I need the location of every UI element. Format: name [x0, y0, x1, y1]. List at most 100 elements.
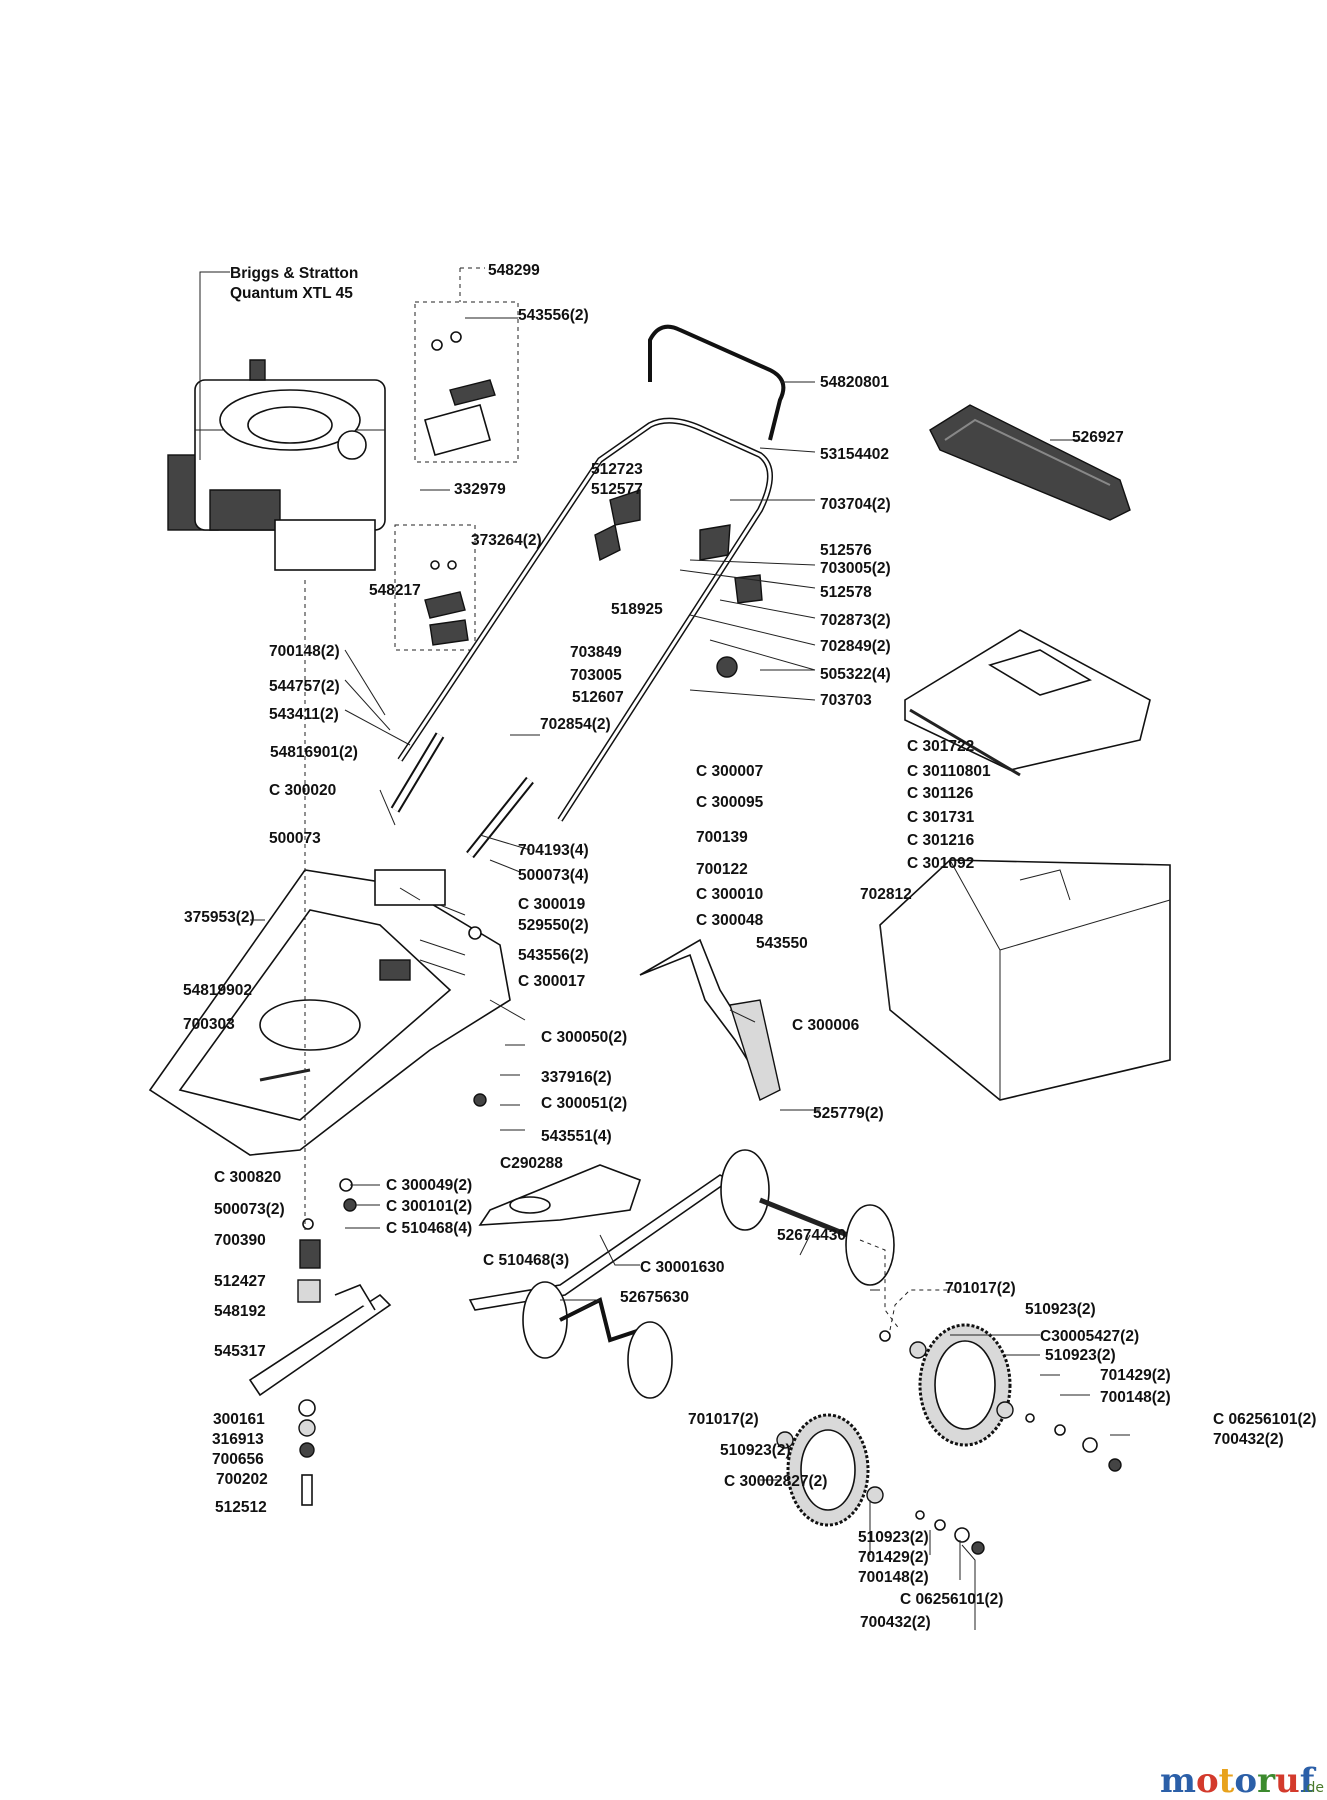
label-703849: 703849: [570, 644, 622, 661]
label-545317: 545317: [214, 1343, 266, 1360]
label-512577: 512577: [591, 481, 643, 498]
label-54819902: 54819902: [183, 982, 252, 999]
label-543411-2: 543411(2): [269, 706, 339, 723]
label-c30002827-2: C 30002827(2): [724, 1473, 827, 1490]
mower-deck-drawing: [148, 869, 511, 1156]
label-702854-2: 702854(2): [540, 716, 611, 733]
label-703703: 703703: [820, 692, 872, 709]
label-700432-2-a: 700432(2): [1213, 1431, 1284, 1448]
label-c300048: C 300048: [696, 912, 764, 929]
label-337916-2: 337916(2): [541, 1069, 612, 1086]
label-510923-2-d: 510923(2): [858, 1529, 929, 1546]
label-543550: 543550: [756, 935, 808, 952]
label-c300050-2: C 300050(2): [541, 1029, 627, 1046]
label-300161: 300161: [213, 1411, 265, 1428]
label-526927: 526927: [1072, 429, 1124, 446]
label-52674430: 52674430: [777, 1227, 846, 1244]
label-704193-4: 704193(4): [518, 842, 589, 859]
label-c06256101-2-a: C 06256101(2): [1213, 1411, 1316, 1428]
label-701017-2-a: 701017(2): [945, 1280, 1016, 1297]
label-701429-2-a: 701429(2): [1100, 1367, 1171, 1384]
blade-assembly-drawing: [248, 1239, 392, 1506]
label-c301731: C 301731: [907, 809, 975, 826]
engine-drawing: [167, 359, 386, 571]
label-52675630: 52675630: [620, 1289, 689, 1306]
label-c290288: C290288: [500, 1155, 563, 1172]
label-703005: 703005: [570, 667, 622, 684]
label-c300019: C 300019: [518, 896, 586, 913]
label-700139: 700139: [696, 829, 748, 846]
label-543556-2-b: 543556(2): [518, 947, 589, 964]
label-512512: 512512: [215, 1499, 267, 1516]
watermark-letter: o: [1196, 1761, 1219, 1800]
label-701429-2-b: 701429(2): [858, 1549, 929, 1566]
label-c301722: C 301722: [907, 738, 974, 755]
label-c300006: C 300006: [792, 1017, 860, 1034]
label-c300049-2: C 300049(2): [386, 1177, 472, 1194]
watermark-letter: f: [1300, 1761, 1317, 1800]
label-700656: 700656: [212, 1451, 264, 1468]
label-c300095: C 300095: [696, 794, 764, 811]
grass-bag-lid-drawing: [904, 629, 1151, 777]
label-316913: 316913: [212, 1431, 264, 1448]
label-500073-2: 500073(2): [214, 1201, 285, 1218]
watermark-suffix: .de: [1302, 1780, 1324, 1796]
label-543556-2-a: 543556(2): [518, 307, 589, 324]
label-c06256101-2-b: C 06256101(2): [900, 1591, 1003, 1608]
label-505322-4: 505322(4): [820, 666, 891, 683]
choke-bracket-group: [394, 524, 476, 651]
motoruf-watermark: motoruf .de: [1160, 1761, 1324, 1800]
label-700303: 700303: [183, 1016, 235, 1033]
label-700148-2-b: 700148(2): [1100, 1389, 1171, 1406]
label-703005-2: 703005(2): [820, 560, 891, 577]
label-510923-2-c: 510923(2): [720, 1442, 791, 1459]
watermark-letter: t: [1219, 1761, 1235, 1800]
watermark-letter: u: [1275, 1761, 1300, 1800]
part-labels: Briggs & Stratton Quantum XTL 45 548299 …: [183, 262, 1316, 1631]
label-c301126: C 301126: [907, 785, 974, 802]
label-548299: 548299: [488, 262, 540, 279]
watermark-letter: r: [1257, 1761, 1276, 1800]
label-375953-2: 375953(2): [184, 909, 255, 926]
label-54820801: 54820801: [820, 374, 889, 391]
front-wheel-drawing: [786, 1413, 870, 1527]
label-700390: 700390: [214, 1232, 266, 1249]
watermark-logo: motoruf: [1160, 1761, 1317, 1800]
label-512607: 512607: [572, 689, 624, 706]
label-512723: 512723: [591, 461, 643, 478]
label-548217: 548217: [369, 582, 421, 599]
label-500073-4: 500073(4): [518, 867, 589, 884]
label-c300820: C 300820: [214, 1169, 281, 1186]
label-c300010: C 300010: [696, 886, 763, 903]
label-700122: 700122: [696, 861, 748, 878]
throttle-control-group: [414, 267, 519, 463]
label-548192: 548192: [214, 1303, 266, 1320]
label-702849-2: 702849(2): [820, 638, 891, 655]
hardware-drawing: [302, 869, 1122, 1555]
mulch-plate-drawing: [478, 1164, 642, 1226]
handle-drawing: [390, 324, 786, 859]
label-525779-2: 525779(2): [813, 1105, 884, 1122]
label-engine-line2: Quantum XTL 45: [230, 285, 353, 302]
watermark-letter: m: [1160, 1761, 1196, 1800]
label-700202: 700202: [216, 1471, 268, 1488]
label-512576: 512576: [820, 542, 872, 559]
label-703704-2: 703704(2): [820, 496, 891, 513]
rear-flap-drawing: [639, 938, 781, 1101]
label-c30005427-2: C30005427(2): [1040, 1328, 1139, 1345]
label-512578: 512578: [820, 584, 872, 601]
label-510923-2-a: 510923(2): [1025, 1301, 1096, 1318]
label-510923-2-b: 510923(2): [1045, 1347, 1116, 1364]
label-c301216: C 301216: [907, 832, 975, 849]
label-53154402: 53154402: [820, 446, 889, 463]
label-529550-2: 529550(2): [518, 917, 589, 934]
label-373264-2: 373264(2): [471, 532, 542, 549]
label-518925: 518925: [611, 601, 663, 618]
label-700148-2-c: 700148(2): [858, 1569, 929, 1586]
label-c510468-4: C 510468(4): [386, 1220, 472, 1237]
label-c300017: C 300017: [518, 973, 585, 990]
label-332979: 332979: [454, 481, 506, 498]
label-544757-2: 544757(2): [269, 678, 340, 695]
label-54816901-2: 54816901(2): [270, 744, 358, 761]
rear-wheel-drawing: [918, 1323, 1012, 1447]
